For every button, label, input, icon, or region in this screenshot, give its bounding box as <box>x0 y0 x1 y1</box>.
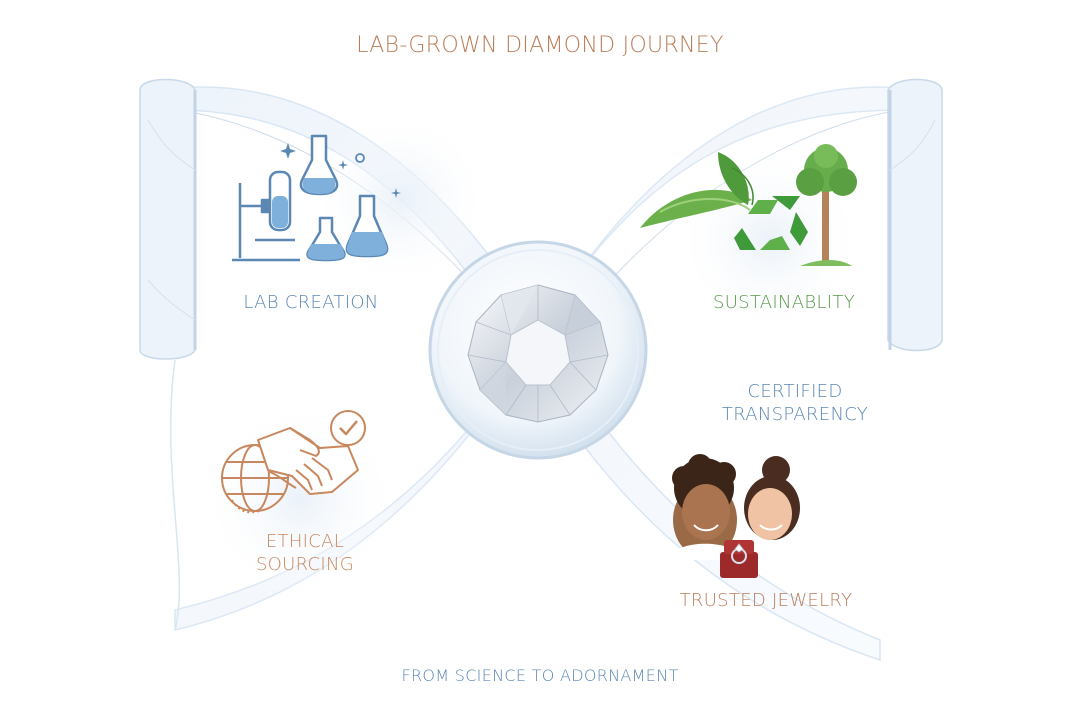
leaf-recycle-tree-icon <box>640 144 857 266</box>
globe-handshake-icon <box>221 410 366 514</box>
left-ribbon-curl <box>139 78 197 360</box>
footer-tagline: FROM SCIENCE TO ADORNAMENT <box>401 666 679 685</box>
right-ribbon-curl <box>887 78 943 352</box>
trusted-jewelry-label: TRUSTED JEWELRY <box>679 590 853 611</box>
ethical-sourcing-label: ETHICAL SOURCING <box>190 530 420 576</box>
lab-creation-label: LAB CREATION <box>243 292 379 313</box>
certified-label-line-1: CERTIFIED <box>747 381 843 402</box>
ethical-label-line-2: SOURCING <box>255 554 355 575</box>
diagram-title: LAB-GROWN DIAMOND JOURNEY <box>356 33 724 58</box>
diamond-icon <box>428 240 648 460</box>
certified-transparency-label: CERTIFIED TRANSPARENCY <box>680 380 910 426</box>
lab-flasks-icon <box>232 134 401 262</box>
ethical-label-line-1: ETHICAL <box>265 531 345 552</box>
certified-label-line-2: TRANSPARENCY <box>721 404 869 425</box>
couple-ring-icon <box>672 454 800 578</box>
sustainability-label: SUSTAINABLITY <box>712 292 856 313</box>
